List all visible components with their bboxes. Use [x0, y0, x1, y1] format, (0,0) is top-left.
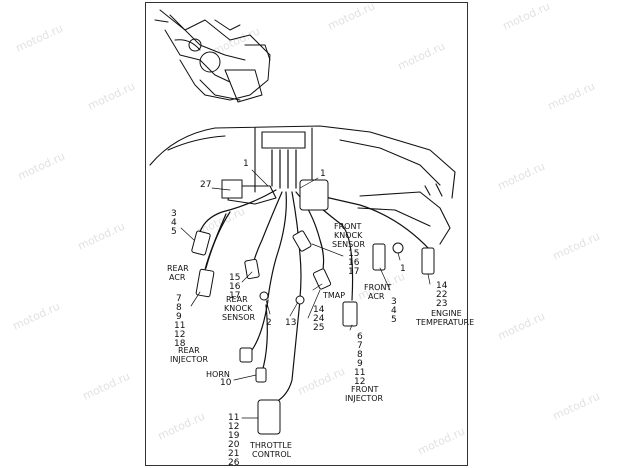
- callout: 4: [391, 306, 397, 316]
- frame-outline: [149, 125, 456, 245]
- label-throttle-control: THROTTLE: [249, 441, 292, 450]
- callout: 11: [174, 321, 185, 331]
- rear-knock-sensor-connector: [244, 258, 260, 280]
- clip: [392, 242, 404, 254]
- label-front-knock-sensor: SENSOR: [332, 240, 365, 249]
- watermark-text: motod.ru: [86, 80, 137, 113]
- label-rear-knock-sensor: REAR: [226, 295, 248, 304]
- watermark-text: motod.ru: [496, 160, 547, 193]
- label-rear-knock-sensor: KNOCK: [224, 304, 253, 313]
- callout: 14: [313, 305, 325, 315]
- callout: 16: [229, 282, 241, 292]
- bracket: [299, 179, 329, 211]
- callout: 11: [354, 368, 365, 378]
- watermark-text: motod.ru: [546, 80, 597, 113]
- engine-temperature-connector: [421, 247, 435, 275]
- callout: 17: [229, 291, 240, 301]
- callout: 3: [391, 297, 397, 307]
- diagram-border: [145, 2, 468, 466]
- label-front-injector: FRONT: [351, 385, 378, 394]
- callout: 19: [228, 431, 240, 441]
- front-acr-connector: [372, 243, 386, 271]
- leader-lines: [180, 169, 431, 419]
- callout: 9: [357, 359, 363, 369]
- watermark-text: motod.ru: [551, 230, 602, 263]
- bracket: [221, 179, 243, 199]
- watermark-text: motod.ru: [16, 150, 67, 183]
- callout: 17: [348, 267, 359, 277]
- callout: 26: [228, 458, 240, 468]
- horn-connector-b: [255, 367, 267, 383]
- watermark-text: motod.ru: [81, 370, 132, 403]
- horn-connector: [239, 347, 253, 363]
- rear-injector-connector: [195, 268, 215, 298]
- callout: 12: [174, 330, 185, 340]
- label-rear-injector: REAR: [178, 346, 200, 355]
- callout: 5: [391, 315, 397, 325]
- callout: 7: [176, 294, 182, 304]
- tmap-connector: [312, 268, 332, 290]
- callout: 13: [285, 318, 296, 328]
- label-front-acr: FRONT: [364, 283, 391, 292]
- callout: 1: [400, 264, 406, 274]
- label-engine-temperature: ENGINE: [431, 309, 462, 318]
- label-front-knock-sensor: FRONT: [334, 222, 361, 231]
- watermark-text: motod.ru: [551, 390, 602, 423]
- clip: [259, 291, 269, 301]
- callout: 9: [176, 312, 182, 322]
- callout: 1: [320, 169, 326, 179]
- callout: 27: [200, 180, 211, 190]
- callout: 18: [174, 339, 186, 349]
- rear-acr-connector: [191, 230, 211, 256]
- callout: 12: [228, 422, 239, 432]
- callout: 20: [228, 440, 240, 450]
- callout: 7: [357, 341, 363, 351]
- label-rear-injector: INJECTOR: [170, 355, 209, 364]
- watermark-text: motod.ru: [76, 220, 127, 253]
- watermark-text: motod.ru: [11, 300, 62, 333]
- front-injector-connector: [342, 301, 358, 327]
- throttle-control-connector: [257, 399, 281, 435]
- callout-numbers: 1 1 27 3 4 5 15 16 17 15 16 17 2 13 7 8 …: [171, 159, 448, 468]
- callout: 25: [313, 323, 324, 333]
- callout: 8: [357, 350, 363, 360]
- callout: 15: [229, 273, 240, 283]
- label-front-injector: INJECTOR: [345, 394, 384, 403]
- callout: 1: [243, 159, 249, 169]
- callout: 5: [171, 227, 177, 237]
- label-throttle-control: CONTROL: [252, 450, 292, 459]
- callout: 12: [354, 377, 365, 387]
- label-front-knock-sensor: KNOCK: [334, 231, 363, 240]
- label-horn: HORN: [206, 370, 230, 379]
- label-engine-temperature: TEMPERATURE: [415, 318, 474, 327]
- label-rear-acr: ACR: [169, 273, 186, 282]
- wire-harness: [199, 149, 431, 403]
- callout: 11: [228, 413, 239, 423]
- callout: 8: [176, 303, 182, 313]
- watermark-text: motod.ru: [501, 0, 552, 33]
- watermark-text: motod.ru: [14, 22, 65, 55]
- watermark-text: motod.ru: [496, 310, 547, 343]
- callout: 4: [171, 218, 177, 228]
- callout: 14: [436, 281, 448, 291]
- callout: 15: [348, 249, 359, 259]
- callout: 22: [436, 290, 447, 300]
- front-knock-sensor-connector: [292, 230, 312, 252]
- callout: 3: [171, 209, 177, 219]
- motorcycle-thumbnail: [154, 9, 271, 103]
- callout: 16: [348, 258, 360, 268]
- label-tmap: TMAP: [322, 291, 345, 300]
- label-rear-acr: REAR: [167, 264, 189, 273]
- callout: 23: [436, 299, 447, 309]
- label-front-acr: ACR: [368, 292, 385, 301]
- callout: 21: [228, 449, 239, 459]
- callout: 10: [220, 378, 232, 388]
- callout: 6: [357, 332, 363, 342]
- label-rear-knock-sensor: SENSOR: [222, 313, 255, 322]
- component-labels: REAR ACR REAR KNOCK SENSOR REAR INJECTOR…: [167, 222, 474, 459]
- callout: 2: [266, 318, 272, 328]
- callout: 24: [313, 314, 325, 324]
